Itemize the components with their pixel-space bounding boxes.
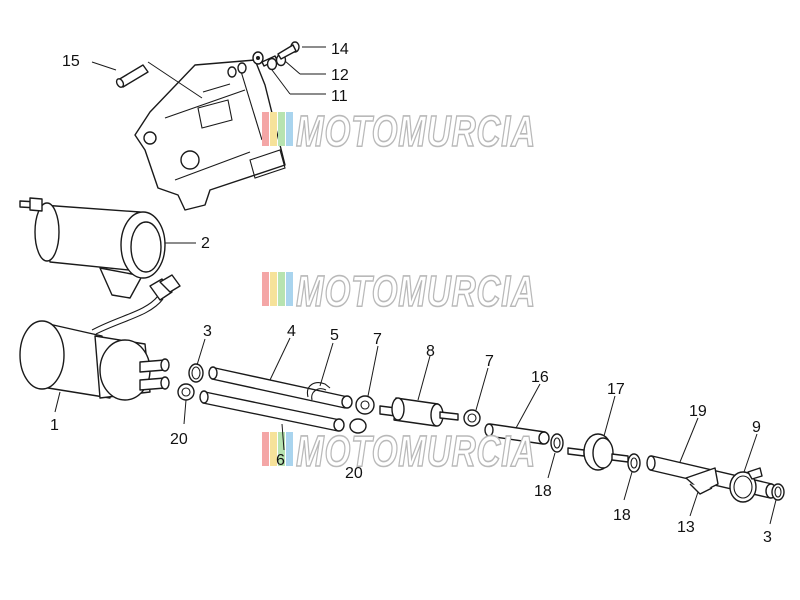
callout-12: 12 bbox=[331, 67, 349, 84]
callout-13: 13 bbox=[677, 519, 695, 536]
callout-18-right: 18 bbox=[613, 507, 631, 524]
callout-8: 8 bbox=[426, 343, 435, 360]
part-5-clip bbox=[306, 382, 331, 401]
watermark-text-3: MOTOMURCIA bbox=[296, 427, 536, 476]
part-1-fuel-pump bbox=[19, 320, 170, 401]
callout-5: 5 bbox=[330, 327, 339, 344]
fitting-7-right bbox=[463, 409, 481, 427]
wire-harness bbox=[91, 274, 181, 335]
mounting-bracket bbox=[134, 59, 286, 211]
leader-lines bbox=[54, 46, 777, 525]
part-16-hose bbox=[484, 423, 550, 445]
callout-3-right: 3 bbox=[763, 529, 772, 546]
callout-18-left: 18 bbox=[534, 483, 552, 500]
callout-20-right: 20 bbox=[345, 465, 363, 482]
watermark-3: MOTOMURCIA bbox=[262, 426, 536, 477]
part-9-band-clamp bbox=[729, 467, 763, 503]
callout-6: 6 bbox=[276, 452, 285, 469]
clamp-18-left bbox=[550, 433, 564, 453]
watermark-1: MOTOMURCIA bbox=[262, 106, 536, 157]
callout-9: 9 bbox=[752, 419, 761, 436]
callout-11: 11 bbox=[331, 88, 348, 105]
callout-1: 1 bbox=[50, 417, 59, 434]
callout-20-left: 20 bbox=[170, 431, 188, 448]
fitting-20-right bbox=[349, 418, 367, 434]
callout-19: 19 bbox=[689, 403, 707, 420]
watermark-2: MOTOMURCIA bbox=[262, 266, 536, 317]
part-4-hose bbox=[208, 366, 353, 409]
fitting-7-left bbox=[355, 395, 375, 415]
watermark-text-2: MOTOMURCIA bbox=[296, 267, 536, 316]
part-15-pin bbox=[115, 64, 149, 88]
clamp-18-right bbox=[627, 453, 641, 473]
watermark-text-1: MOTOMURCIA bbox=[296, 107, 536, 156]
part-13-strap bbox=[685, 467, 719, 495]
callout-14: 14 bbox=[331, 41, 349, 58]
washers-and-bolts bbox=[227, 41, 300, 78]
callout-17: 17 bbox=[607, 381, 625, 398]
callout-7-left: 7 bbox=[373, 331, 382, 348]
callout-16: 16 bbox=[531, 369, 549, 386]
part-6-hose bbox=[199, 390, 345, 432]
callout-labels: 15 14 12 11 2 1 3 4 5 7 8 7 16 17 19 9 2… bbox=[50, 41, 772, 546]
part-8-inline-filter bbox=[379, 397, 459, 427]
callout-7-right: 7 bbox=[485, 353, 494, 370]
callout-4: 4 bbox=[287, 323, 296, 340]
fitting-20-left bbox=[177, 383, 195, 401]
callout-2: 2 bbox=[201, 235, 210, 252]
part-2-canister bbox=[19, 197, 166, 299]
part-17-filter bbox=[567, 433, 629, 471]
clamp-3-left bbox=[188, 363, 204, 383]
clamp-3-right bbox=[771, 483, 785, 501]
callout-15: 15 bbox=[62, 53, 80, 70]
callout-3-left: 3 bbox=[203, 323, 212, 340]
